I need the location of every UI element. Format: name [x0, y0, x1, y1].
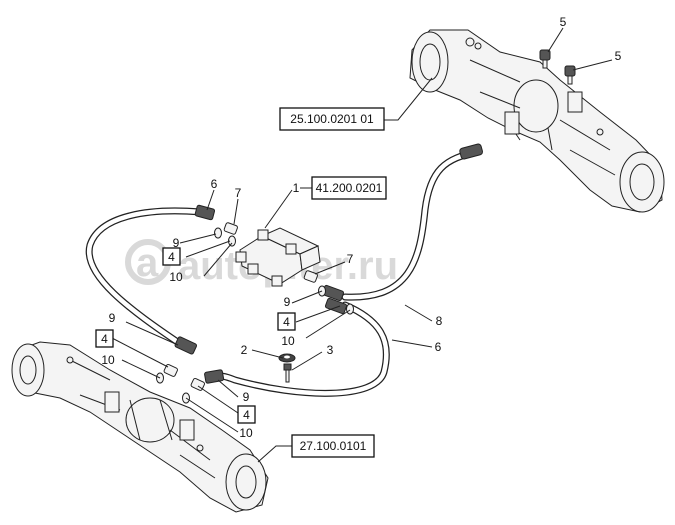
callout-box-4b[interactable]: 4 — [277, 312, 296, 331]
callout-number: 4 — [243, 408, 250, 422]
callout-7a[interactable]: 7 — [235, 186, 242, 200]
valve-block — [235, 227, 321, 287]
hose-6-lower — [208, 301, 390, 397]
callout-number: 4 — [168, 250, 175, 264]
reference-label: 25.100.0201 01 — [290, 112, 374, 126]
callout-1[interactable]: 1 — [293, 181, 300, 195]
callout-9b[interactable]: 9 — [284, 295, 291, 309]
reference-label: 27.100.0101 — [300, 439, 367, 453]
callout-box-4d[interactable]: 4 — [237, 405, 256, 424]
front-axle-illustration — [11, 341, 269, 513]
svg-text:a: a — [136, 241, 159, 285]
callout-5b[interactable]: 5 — [615, 49, 622, 63]
callout-box-4a[interactable]: 4 — [162, 247, 181, 266]
callout-10d[interactable]: 10 — [239, 426, 253, 440]
callout-8[interactable]: 8 — [436, 314, 443, 328]
callout-10a[interactable]: 10 — [169, 270, 183, 284]
reference-box-valve[interactable]: 41.200.0201 — [311, 176, 387, 200]
hose-8 — [341, 148, 482, 301]
callout-6a[interactable]: 6 — [211, 177, 218, 191]
callout-box-4c[interactable]: 4 — [95, 329, 114, 348]
reference-label: 41.200.0201 — [316, 181, 383, 195]
callout-9c[interactable]: 9 — [109, 311, 116, 325]
callout-10c[interactable]: 10 — [101, 353, 115, 367]
hose-6-upper — [85, 207, 204, 349]
callout-6b[interactable]: 6 — [435, 340, 442, 354]
callout-9a[interactable]: 9 — [173, 236, 180, 250]
callout-7b[interactable]: 7 — [347, 252, 354, 266]
washer-2 — [278, 353, 296, 363]
rear-axle-illustration — [409, 29, 665, 213]
fitting-5b — [564, 65, 576, 85]
callout-number: 4 — [283, 315, 290, 329]
adapters-and-seals — [156, 222, 354, 404]
callout-numbers: 5 5 1 6 7 9 10 7 9 10 8 6 9 10 2 3 9 10 — [101, 15, 621, 440]
reference-box-rear-axle[interactable]: 25.100.0201 01 — [279, 107, 385, 131]
callout-number: 4 — [101, 332, 108, 346]
hose-fittings — [174, 143, 484, 384]
callout-2[interactable]: 2 — [241, 343, 248, 357]
callout-10b[interactable]: 10 — [281, 334, 295, 348]
fitting-5a — [539, 49, 551, 69]
callout-3[interactable]: 3 — [327, 343, 334, 357]
reference-box-front-axle[interactable]: 27.100.0101 — [291, 434, 375, 458]
callout-9d[interactable]: 9 — [243, 390, 250, 404]
leader-lines — [111, 27, 613, 463]
bolt-3 — [283, 363, 292, 383]
callout-5a[interactable]: 5 — [560, 15, 567, 29]
